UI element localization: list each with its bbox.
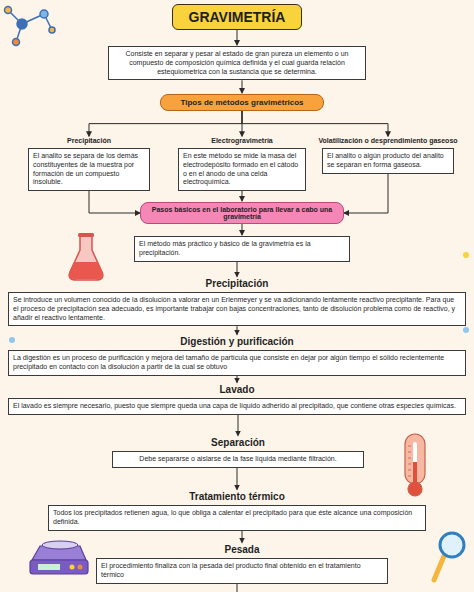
scale-icon [30, 541, 88, 574]
box-text: El lavado es siempre necesario, puesto q… [13, 402, 461, 411]
title-box: GRAVIMETRÍA [172, 4, 302, 30]
flask-icon [69, 233, 104, 280]
section-box: Pasos básicos en el laboratorio para lle… [140, 202, 344, 224]
connector [237, 30, 238, 45]
definition-box: Consiste en separar y pesar al estado de… [108, 46, 366, 80]
step-heading: Pesada [224, 544, 259, 557]
thermometer-icon [405, 434, 425, 496]
connector [238, 415, 239, 436]
step-box: SeparaciónDebe separarse o aislarse de l… [112, 451, 364, 468]
note-box: El método más práctico y básico de la gr… [134, 236, 350, 262]
step-heading: Digestión y purificación [180, 336, 293, 349]
decor-dot [9, 337, 15, 343]
step-box: PrecipitaciónSe introduce un volumen con… [8, 292, 466, 326]
step-heading: Lavado [219, 384, 254, 397]
step-heading: Precipitación [67, 137, 111, 146]
connector [89, 111, 242, 136]
box-text: Debe separarse o aislarse de la fase líq… [117, 455, 359, 464]
molecule-icon [5, 7, 56, 46]
section-box: Tipos de métodos gravimétricos [160, 94, 324, 111]
step-heading: Precipitación [206, 278, 269, 291]
box-text: Todos los precipitados retienen agua, lo… [53, 509, 421, 527]
box-text: Tipos de métodos gravimétricos [167, 98, 317, 107]
step-box: Tratamiento térmicoTodos los precipitado… [48, 505, 426, 531]
method-box: Volatilización o desprendimiento gaseoso… [322, 148, 454, 174]
connector [242, 531, 243, 543]
box-text: Consiste en separar y pesar al estado de… [113, 50, 361, 76]
connector [344, 174, 388, 214]
box-text: Se introduce un volumen conocido de la d… [13, 296, 461, 322]
step-box: Digestión y purificaciónLa digestión es … [8, 350, 466, 376]
box-text: El analito se separa de los demás consti… [33, 152, 145, 187]
connector [242, 80, 243, 93]
connector [242, 111, 388, 136]
box-text: El método más práctico y básico de la gr… [139, 240, 345, 258]
step-box: LavadoEl lavado es siempre necesario, pu… [8, 398, 466, 415]
connector [237, 326, 238, 334]
connector [237, 376, 238, 383]
connector [242, 224, 243, 235]
decor-dot [463, 327, 469, 333]
box-text: La digestión es un proceso de purificaci… [13, 354, 461, 372]
box-text: Pasos básicos en el laboratorio para lle… [147, 206, 337, 220]
magnifier-icon [434, 533, 464, 580]
step-heading: Separación [211, 437, 265, 450]
connector [237, 468, 238, 490]
box-text: En este método se mide la masa del elect… [183, 152, 301, 187]
step-box: PesadaEl procedimiento finaliza con la p… [96, 558, 388, 584]
box-text: GRAVIMETRÍA [179, 9, 295, 25]
method-box: PrecipitaciónEl analito se separa de los… [28, 148, 150, 191]
method-box: ElectrogravimetríaEn este método se mide… [178, 148, 306, 191]
box-text: El procedimiento finaliza con la pesada … [101, 562, 383, 580]
box-text: El analito o algún producto del analito … [327, 152, 449, 170]
step-heading: Tratamiento térmico [189, 491, 285, 504]
connector [237, 262, 238, 277]
decor-dot [463, 252, 469, 258]
step-heading: Volatilización o desprendimiento gaseoso [318, 137, 457, 146]
connector [242, 191, 243, 201]
connector [89, 191, 140, 213]
step-heading: Electrogravimetría [211, 137, 272, 146]
